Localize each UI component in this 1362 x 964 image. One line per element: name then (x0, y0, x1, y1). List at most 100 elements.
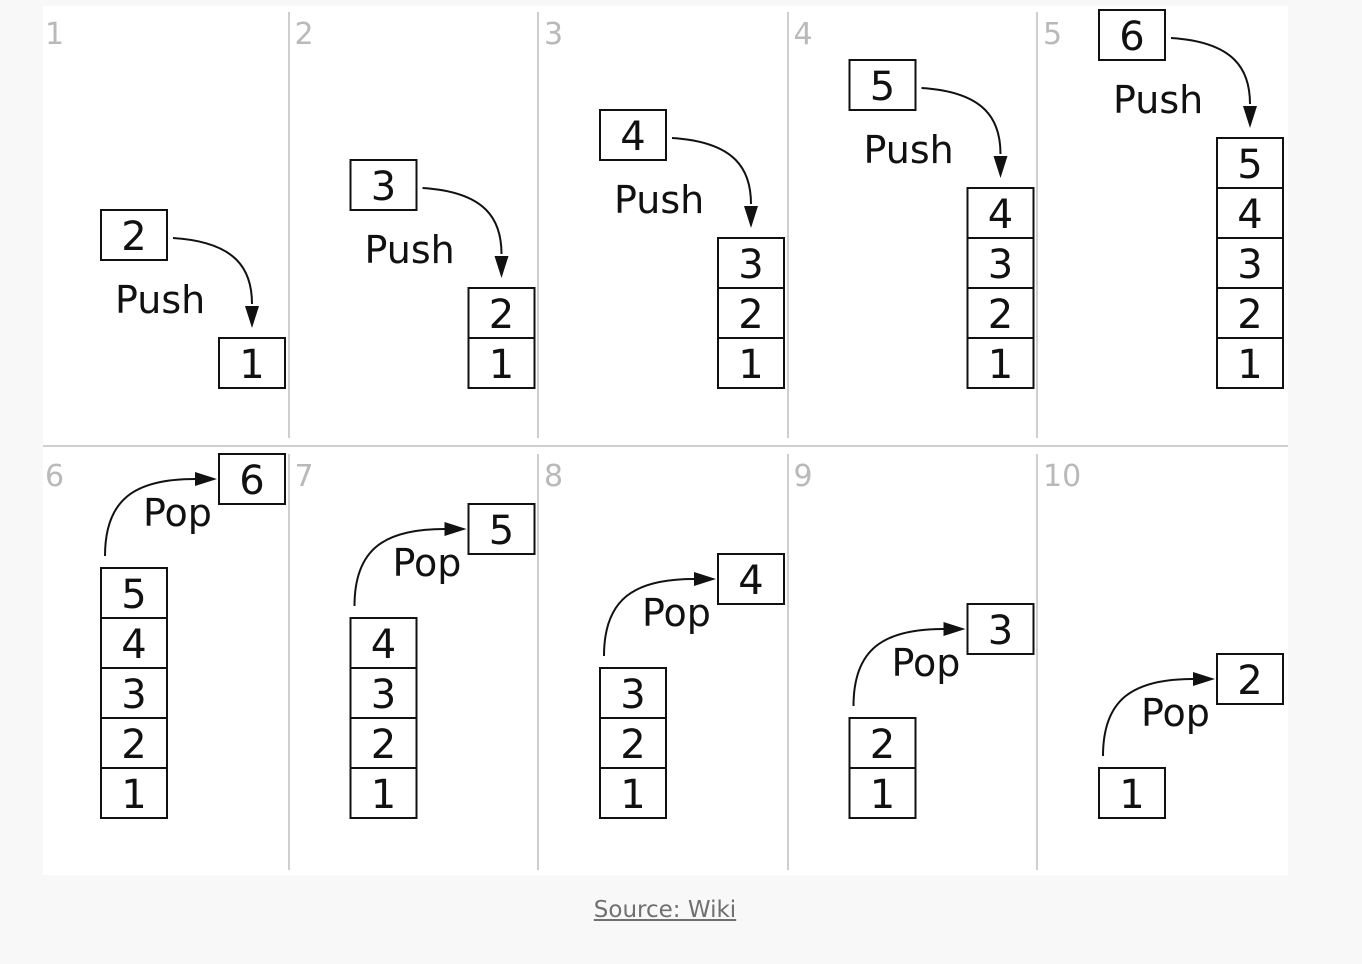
arrow-head (943, 622, 966, 636)
push-arrow (671, 137, 752, 205)
push-arrow (172, 237, 253, 305)
svg-text:2: 2 (620, 722, 645, 768)
svg-text:1: 1 (1119, 772, 1144, 818)
step-number: 4 (794, 17, 813, 52)
step-number: 2 (295, 17, 314, 52)
operation-label: Pop (892, 641, 961, 685)
svg-text:4: 4 (371, 622, 396, 668)
stack-element: 5 (100, 567, 168, 619)
step-number: 8 (544, 459, 563, 494)
svg-text:2: 2 (988, 292, 1013, 338)
stack-element: 4 (349, 617, 418, 669)
svg-text:6: 6 (239, 458, 264, 504)
step-number: 10 (1043, 459, 1081, 494)
pushed-element: 2 (100, 209, 168, 261)
arrow-head (195, 472, 217, 486)
svg-text:2: 2 (738, 292, 763, 338)
operation-label: Pop (393, 541, 462, 585)
operation-label: Push (115, 278, 205, 322)
stack-element: 1 (100, 767, 168, 819)
stack-element: 2 (1216, 287, 1284, 339)
stack-element: 2 (100, 717, 168, 769)
stack-element: 1 (1098, 767, 1166, 819)
svg-text:2: 2 (1237, 658, 1262, 704)
svg-text:5: 5 (870, 64, 895, 110)
svg-text:2: 2 (121, 722, 146, 768)
popped-element: 4 (717, 553, 785, 605)
arrow-head (245, 306, 259, 328)
svg-text:2: 2 (121, 214, 146, 260)
svg-text:1: 1 (1237, 342, 1262, 388)
svg-text:3: 3 (620, 672, 645, 718)
svg-text:1: 1 (870, 772, 895, 818)
stack-element: 3 (1216, 237, 1284, 289)
arrow-head (1243, 106, 1257, 128)
pop-arrow (852, 628, 944, 707)
pushed-element: 6 (1098, 9, 1166, 61)
arrow-head (694, 572, 716, 586)
stack-element: 4 (100, 617, 168, 669)
popped-element: 3 (966, 603, 1035, 655)
push-arrow (1170, 37, 1251, 105)
stack-element: 1 (467, 337, 536, 389)
svg-text:1: 1 (620, 772, 645, 818)
stack-element: 4 (1216, 187, 1284, 239)
operation-label: Push (365, 228, 455, 272)
stack-element: 3 (966, 237, 1035, 289)
stack-element: 2 (848, 717, 917, 769)
stack-element: 2 (966, 287, 1035, 339)
svg-text:5: 5 (1237, 142, 1262, 188)
arrow-head (444, 522, 467, 536)
source-link[interactable]: Source: Wiki (593, 897, 737, 923)
stack: 12 (467, 287, 536, 389)
svg-text:2: 2 (489, 292, 514, 338)
operation-label: Pop (1141, 691, 1210, 735)
push-pop-diagram: 112Push2123Push31234Push412345Push512345… (43, 9, 1288, 870)
pushed-element: 4 (599, 109, 667, 161)
svg-text:5: 5 (121, 572, 146, 618)
svg-text:3: 3 (988, 608, 1013, 654)
svg-text:3: 3 (738, 242, 763, 288)
svg-text:2: 2 (371, 722, 396, 768)
stack-element: 2 (717, 287, 785, 339)
arrow-head (494, 256, 509, 278)
stack-element: 5 (1216, 137, 1284, 189)
svg-text:4: 4 (988, 192, 1013, 238)
svg-text:3: 3 (371, 164, 396, 210)
arrow-head (1193, 672, 1215, 686)
step-number: 6 (45, 459, 64, 494)
stack-element: 1 (1216, 337, 1284, 389)
stack-element: 1 (349, 767, 418, 819)
arrow-head (744, 206, 758, 228)
stack-element: 1 (599, 767, 667, 819)
stack: 1 (218, 337, 286, 389)
pop-arrow (104, 478, 196, 557)
svg-text:1: 1 (121, 772, 146, 818)
pop-arrow (603, 578, 695, 657)
svg-text:1: 1 (371, 772, 396, 818)
stack-element: 3 (100, 667, 168, 719)
svg-text:2: 2 (1237, 292, 1262, 338)
pop-arrow (1102, 678, 1194, 757)
step-number: 3 (544, 17, 563, 52)
operation-label: Push (614, 178, 704, 222)
stack-element: 2 (467, 287, 536, 339)
svg-text:4: 4 (620, 114, 645, 160)
stack: 1 (1098, 767, 1166, 819)
stack-element: 4 (966, 187, 1035, 239)
svg-text:5: 5 (489, 508, 514, 554)
push-arrow (422, 187, 503, 255)
popped-element: 5 (467, 503, 536, 555)
